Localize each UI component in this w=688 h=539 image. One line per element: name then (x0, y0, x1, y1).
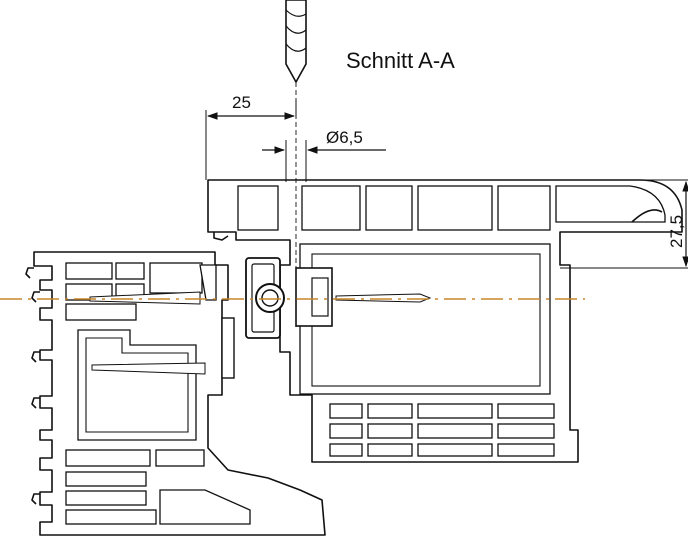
hinge-fitting (221, 257, 333, 379)
dimension-25-label: 25 (232, 93, 251, 112)
section-title: Schnitt A-A (346, 48, 455, 73)
dimension-25: 25 (205, 93, 297, 180)
sash-profile (207, 179, 683, 463)
dimension-diameter-label: Ø6,5 (326, 128, 363, 147)
dimension-diameter: Ø6,5 (262, 128, 386, 182)
dimension-27-5: 27,5 (560, 179, 688, 269)
dimension-27-5-label: 27,5 (667, 215, 686, 248)
screw-icon (89, 291, 432, 375)
drill-bit-icon (285, 0, 307, 330)
